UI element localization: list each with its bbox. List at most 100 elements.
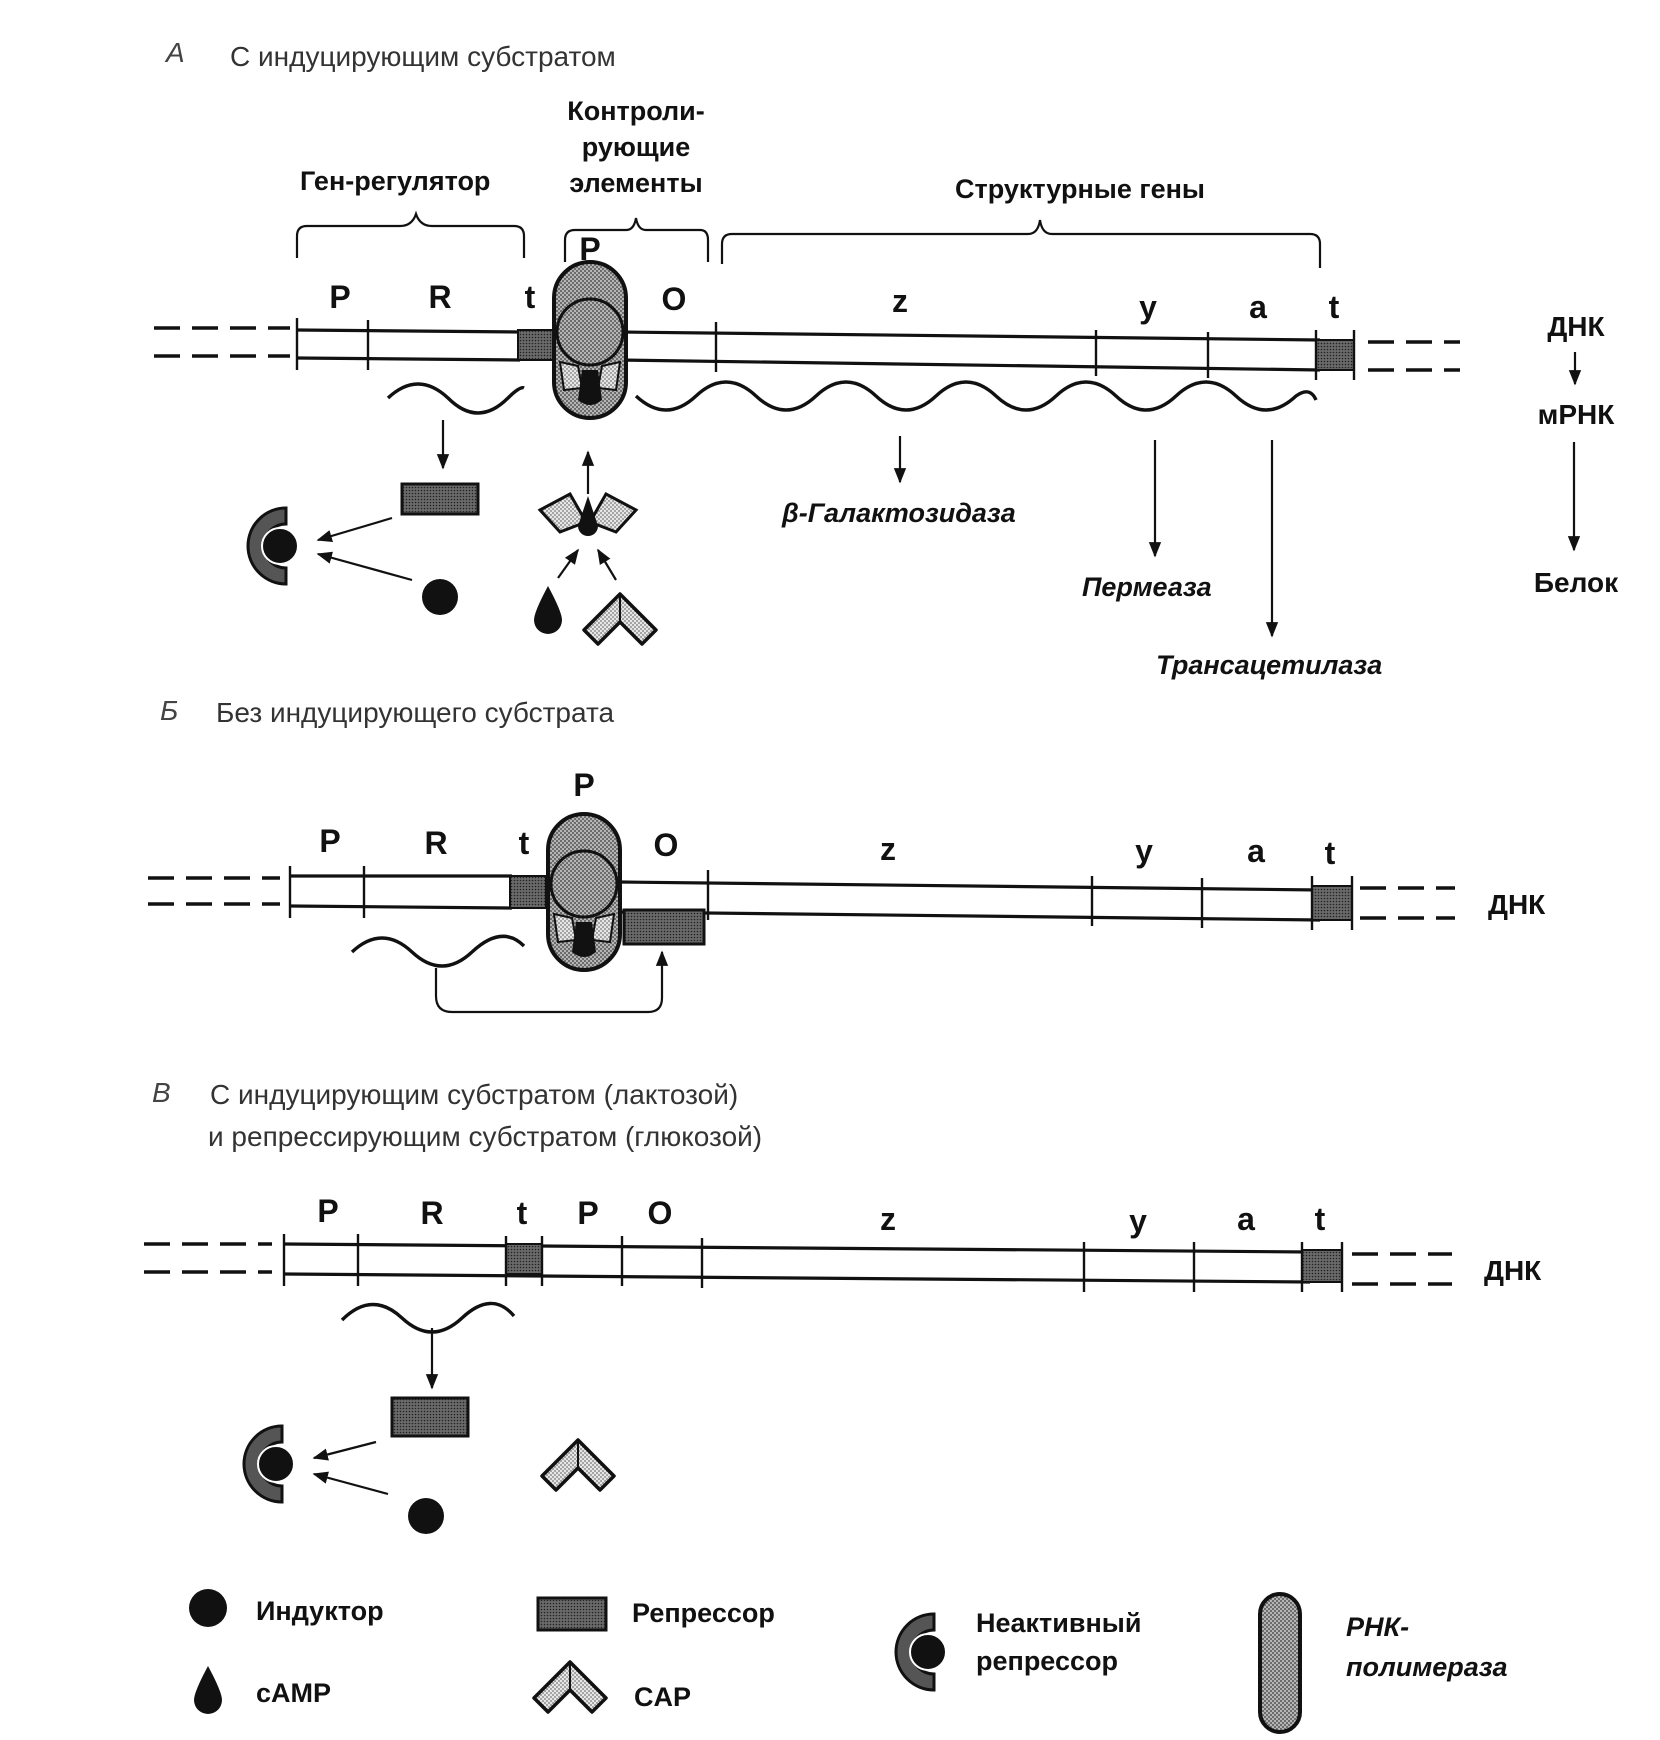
- dna-label: ДНК: [1488, 889, 1546, 920]
- gene-label-t2: t: [1329, 289, 1340, 325]
- gene-label-p2: P: [573, 767, 594, 803]
- legend-repressor-label: Репрессор: [632, 1598, 775, 1628]
- panel-a: А С индуцирующим субстратом Ген-регулято…: [154, 37, 1619, 680]
- gene-label-r: R: [420, 1195, 443, 1231]
- legend-polymerase-label-1: РНК-: [1346, 1612, 1409, 1642]
- legend-polymerase-label-2: полимераза: [1346, 1652, 1508, 1682]
- gene-label-o: O: [654, 827, 679, 863]
- structural-mrna: [634, 380, 1318, 412]
- gene-label-r: R: [428, 279, 451, 315]
- product-beta-galactosidase: β-Галактозидаза: [781, 498, 1016, 528]
- terminator-block: [505, 1243, 543, 1275]
- cap-camp-complex-icon: [537, 491, 639, 536]
- legend-cap-label: CAP: [634, 1682, 691, 1712]
- arrow: [597, 548, 617, 581]
- panel-b-letter: Б: [160, 695, 178, 726]
- panel-v-letter: В: [152, 1077, 171, 1108]
- panel-b: Б Без индуцирующего субстрата P R t P O …: [148, 695, 1546, 1014]
- regulator-gene-label: Ген-регулятор: [300, 166, 490, 196]
- camp-icon: [534, 586, 562, 634]
- terminator-block: [1315, 339, 1355, 371]
- flow-dna: ДНК: [1547, 311, 1605, 342]
- arrow: [316, 516, 393, 542]
- structural-brace: [720, 219, 1322, 268]
- repressor-binding-arrow: [434, 950, 669, 1014]
- gene-label-z: z: [880, 831, 896, 867]
- legend-camp-label: cAMP: [256, 1678, 331, 1708]
- control-elements-label-1: Контроли-: [567, 96, 705, 126]
- gene-label-o: O: [662, 281, 687, 317]
- inducer-icon: [422, 579, 458, 615]
- legend-inducer-icon: [189, 1589, 227, 1627]
- gene-label-y: y: [1139, 289, 1157, 325]
- gene-label-a: a: [1247, 833, 1265, 869]
- flow-mrna: мРНК: [1538, 399, 1616, 430]
- gene-label-t2: t: [1325, 835, 1336, 871]
- control-elements-label-2: рующие: [582, 132, 691, 162]
- inactive-repressor-icon: [246, 506, 300, 586]
- structural-genes-label: Структурные гены: [955, 174, 1205, 204]
- control-elements-label-3: элементы: [569, 168, 702, 198]
- legend-inactive-repressor-icon: [894, 1612, 948, 1692]
- legend-inactive-label-1: Неактивный: [976, 1608, 1141, 1638]
- inactive-repressor-icon: [242, 1424, 296, 1504]
- regulator-mrna: [350, 934, 526, 968]
- regulator-mrna: [340, 1301, 516, 1334]
- rna-polymerase-icon: [546, 812, 622, 972]
- panel-v: В С индуцирующим субстратом (лактозой) и…: [144, 1077, 1542, 1534]
- gene-label-p2: P: [577, 1195, 598, 1231]
- gene-label-t1: t: [517, 1195, 528, 1231]
- product-permease: Пермеаза: [1082, 572, 1212, 602]
- gene-label-p2: P: [579, 231, 600, 267]
- legend-cap-icon: [532, 1660, 608, 1714]
- dna-strand: [144, 1234, 1452, 1292]
- dna-strand: [148, 866, 1455, 930]
- dna-strand: [154, 318, 1460, 380]
- arrow: [557, 548, 579, 579]
- legend-inactive-label-2: репрессор: [976, 1646, 1118, 1676]
- gene-label-z: z: [880, 1201, 896, 1237]
- arrow: [312, 1471, 389, 1496]
- bound-repressor-icon: [622, 908, 706, 946]
- gene-label-a: a: [1237, 1201, 1255, 1237]
- regulator-brace: [295, 210, 526, 258]
- regulator-mrna: [386, 382, 525, 415]
- gene-label-y: y: [1135, 833, 1153, 869]
- panel-b-title: Без индуцирующего субстрата: [216, 697, 614, 728]
- rna-polymerase-icon: [552, 260, 628, 420]
- gene-label-a: a: [1249, 289, 1267, 325]
- dna-label: ДНК: [1484, 1255, 1542, 1286]
- gene-label-t2: t: [1315, 1201, 1326, 1237]
- panel-a-title: С индуцирующим субстратом: [230, 41, 616, 72]
- repressor-icon: [400, 482, 480, 516]
- inducer-icon: [408, 1498, 444, 1534]
- panel-v-title-1: С индуцирующим субстратом (лактозой): [210, 1079, 738, 1110]
- terminator-block: [1311, 885, 1353, 921]
- arrow: [316, 551, 413, 582]
- cap-icon: [540, 1438, 616, 1492]
- repressor-icon: [390, 1396, 470, 1438]
- gene-label-t1: t: [519, 825, 530, 861]
- legend-repressor-icon: [536, 1596, 608, 1632]
- terminator-block: [517, 329, 555, 361]
- cap-icon: [582, 592, 658, 646]
- flow-protein: Белок: [1534, 567, 1619, 598]
- gene-label-p1: P: [317, 1193, 338, 1229]
- legend-polymerase-icon: [1258, 1592, 1302, 1734]
- control-brace: [563, 217, 710, 262]
- gene-label-r: R: [424, 825, 447, 861]
- gene-label-y: y: [1129, 1203, 1147, 1239]
- arrow: [312, 1440, 377, 1461]
- terminator-block: [509, 875, 547, 909]
- legend-inducer-label: Индуктор: [256, 1596, 384, 1626]
- gene-label-p1: P: [319, 823, 340, 859]
- gene-label-t1: t: [525, 279, 536, 315]
- legend-camp-icon: [194, 1666, 222, 1714]
- terminator-block: [1301, 1249, 1343, 1283]
- legend: Индуктор cAMP Репрессор CAP Неактивный р…: [189, 1589, 1508, 1734]
- gene-label-o: O: [648, 1195, 673, 1231]
- product-transacetylase: Трансацетилаза: [1156, 650, 1382, 680]
- panel-v-title-2: и репрессирующим субстратом (глюкозой): [208, 1121, 762, 1152]
- panel-a-letter: А: [164, 37, 185, 68]
